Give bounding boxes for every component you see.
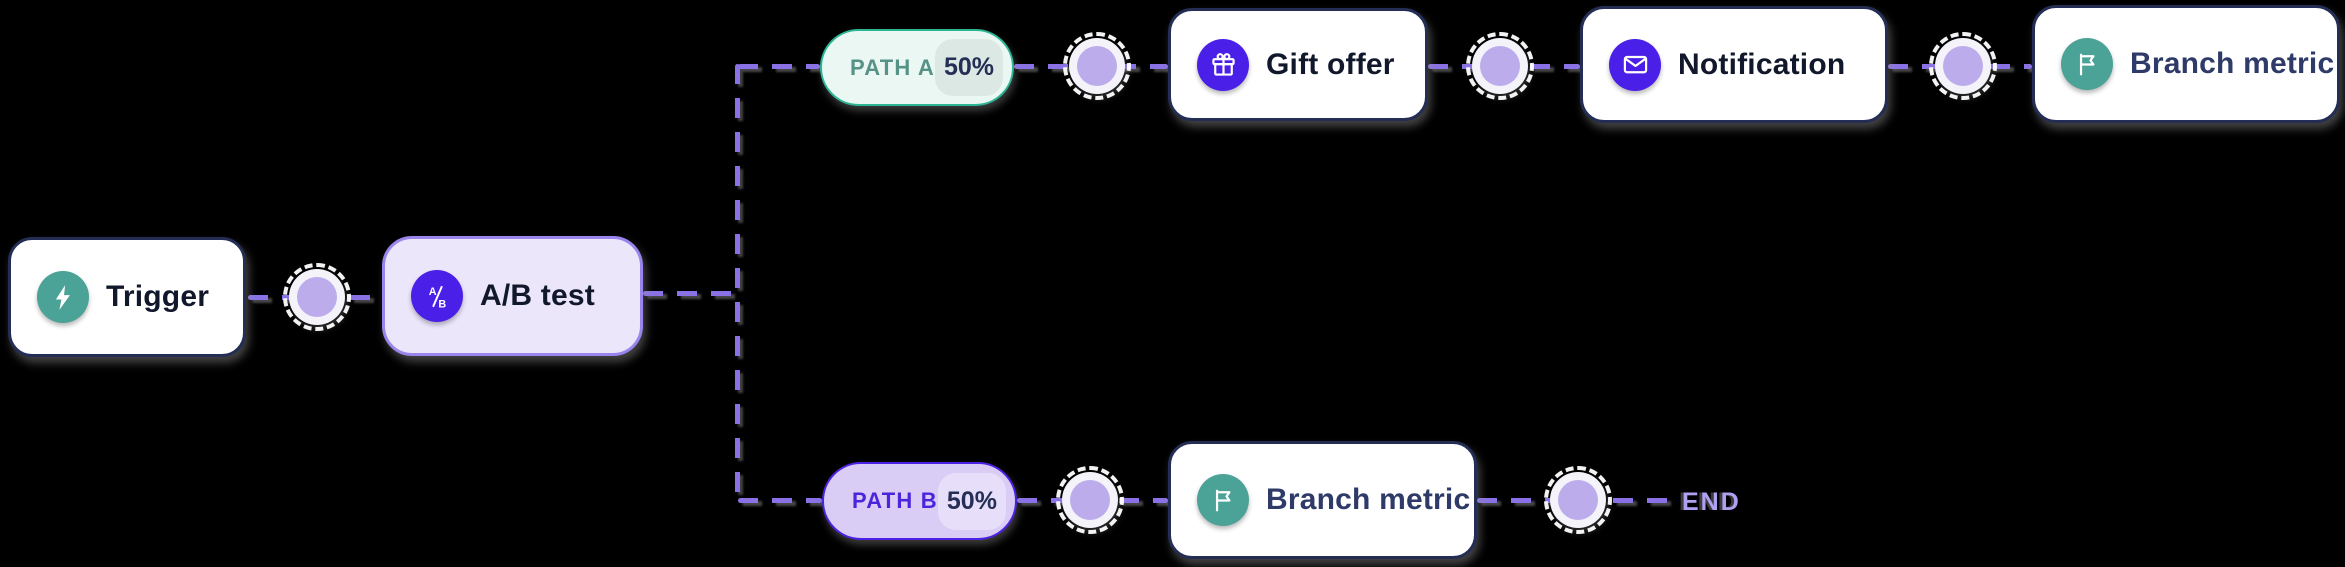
path-b-badge[interactable]: PATH B 50% bbox=[822, 462, 1017, 540]
svg-text:A: A bbox=[428, 286, 436, 298]
node-branch-metric-a[interactable]: Branch metric bbox=[2032, 5, 2340, 123]
envelope-icon bbox=[1609, 38, 1661, 91]
path-a-label: PATH A bbox=[850, 54, 936, 80]
lightning-icon bbox=[37, 271, 89, 323]
node-ab-test[interactable]: A B A/B test bbox=[382, 236, 643, 356]
edge-split-to-path-b bbox=[738, 498, 822, 503]
add-step-connector[interactable] bbox=[1056, 466, 1124, 534]
flag-icon bbox=[1197, 474, 1249, 526]
node-label: A/B test bbox=[480, 279, 595, 312]
node-label: Notification bbox=[1678, 47, 1846, 81]
path-b-label: PATH B bbox=[852, 488, 938, 513]
path-a-badge[interactable]: PATH A 50% bbox=[820, 29, 1014, 106]
add-step-connector[interactable] bbox=[1063, 32, 1131, 100]
end-marker: END bbox=[1682, 488, 1741, 516]
add-step-connector[interactable] bbox=[1929, 32, 1997, 100]
node-label: Branch metric bbox=[1266, 483, 1471, 516]
path-b-percent: 50% bbox=[937, 472, 1006, 530]
node-gift-offer[interactable]: Gift offer bbox=[1168, 8, 1428, 121]
add-step-connector[interactable] bbox=[1544, 466, 1612, 534]
path-a-percent: 50% bbox=[935, 39, 1003, 96]
node-label: Gift offer bbox=[1266, 47, 1395, 81]
node-trigger[interactable]: Trigger bbox=[8, 237, 246, 357]
node-notification[interactable]: Notification bbox=[1580, 6, 1888, 123]
add-step-connector[interactable] bbox=[1466, 32, 1534, 100]
node-label: Branch metric bbox=[2130, 47, 2335, 80]
gift-icon bbox=[1197, 38, 1249, 91]
edge-split-to-path-a bbox=[738, 64, 820, 69]
ab-split-icon: A B bbox=[411, 270, 463, 322]
flag-icon bbox=[2061, 38, 2113, 90]
edge-abtest-to-split bbox=[643, 291, 740, 296]
node-branch-metric-b[interactable]: Branch metric bbox=[1168, 441, 1477, 559]
node-label: Trigger bbox=[106, 280, 210, 313]
svg-text:B: B bbox=[438, 298, 446, 310]
add-step-connector[interactable] bbox=[283, 263, 351, 331]
split-vertical-line bbox=[735, 64, 740, 503]
